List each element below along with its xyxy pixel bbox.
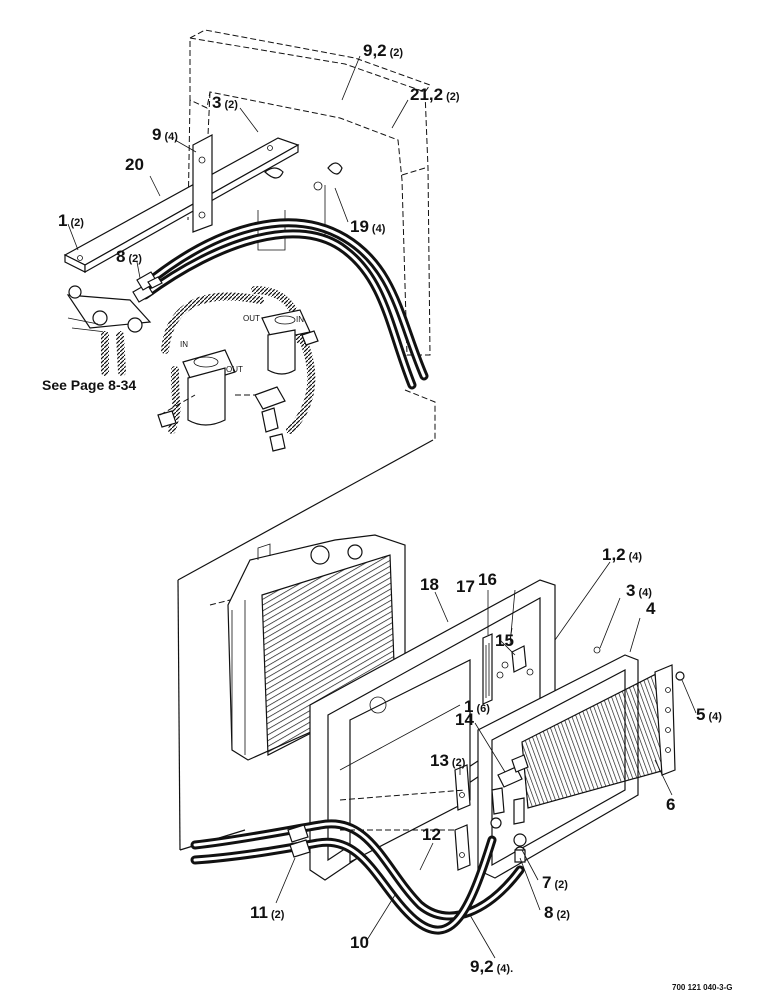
callout-6: 6 xyxy=(666,795,675,814)
upper-assembly xyxy=(63,29,436,452)
callout-9-2-upper: 9,2(2) xyxy=(363,41,403,60)
callout-1-upper: 1(2) xyxy=(58,211,84,230)
clamp-bracket xyxy=(192,134,213,233)
callout-1-lower: 1(6) xyxy=(464,697,490,716)
valve-block xyxy=(66,285,152,376)
see-page-note: See Page 8-34 xyxy=(42,377,136,393)
callout-3-lower: 3(4) xyxy=(626,581,652,600)
callout-labels: 9,2(2) 21,2(2) 3(2) 9(4) 20 1(2) 19(4) 8… xyxy=(58,41,722,976)
callout-8-upper: 8(2) xyxy=(116,247,142,266)
callout-4: 4 xyxy=(646,599,656,618)
hose-fittings xyxy=(132,271,163,303)
callout-3-upper: 3(2) xyxy=(212,93,238,112)
callout-19: 19(4) xyxy=(350,217,386,236)
callout-9: 9(4) xyxy=(152,125,178,144)
callout-9-2-lower: 9,2(4). xyxy=(470,957,513,976)
callout-8-lower: 8(2) xyxy=(544,903,570,922)
leader-lines xyxy=(67,55,697,959)
port-labels: OUT IN IN OUT xyxy=(180,314,304,374)
callout-11: 11(2) xyxy=(250,903,285,922)
bracket-bar xyxy=(63,137,300,274)
bulkhead-fittings xyxy=(287,824,311,858)
callout-7: 7(2) xyxy=(542,873,568,892)
callout-14: 14 xyxy=(455,710,474,729)
hose-pair-upper xyxy=(140,218,429,390)
callout-5: 5(4) xyxy=(696,705,722,724)
callout-16: 16 xyxy=(478,570,497,589)
callout-15: 15 xyxy=(495,631,514,650)
filter-lower xyxy=(182,349,236,426)
cooler-fittings xyxy=(490,754,529,863)
figure-number: 700 121 040-3-G xyxy=(672,983,733,992)
elbow-fittings xyxy=(157,330,319,452)
callout-18: 18 xyxy=(420,575,439,594)
port-label-in-lower: IN xyxy=(180,340,188,349)
callout-10: 10 xyxy=(350,933,369,952)
callout-13: 13(2) xyxy=(430,751,466,770)
cooler-core xyxy=(521,664,685,809)
callout-20: 20 xyxy=(125,155,144,174)
callout-1-2: 1,2(4) xyxy=(602,545,642,564)
callout-21-2: 21,2(2) xyxy=(410,85,460,104)
callout-17: 17 xyxy=(456,577,475,596)
lower-assembly xyxy=(177,439,685,935)
bracket-strip xyxy=(482,633,493,705)
callout-12: 12 xyxy=(422,825,441,844)
frame-clips xyxy=(454,764,471,871)
port-label-in-upper: IN xyxy=(296,315,304,324)
port-label-out-lower: OUT xyxy=(226,365,243,374)
hose-pair-lower xyxy=(190,819,525,935)
port-label-out-upper: OUT xyxy=(243,314,260,323)
